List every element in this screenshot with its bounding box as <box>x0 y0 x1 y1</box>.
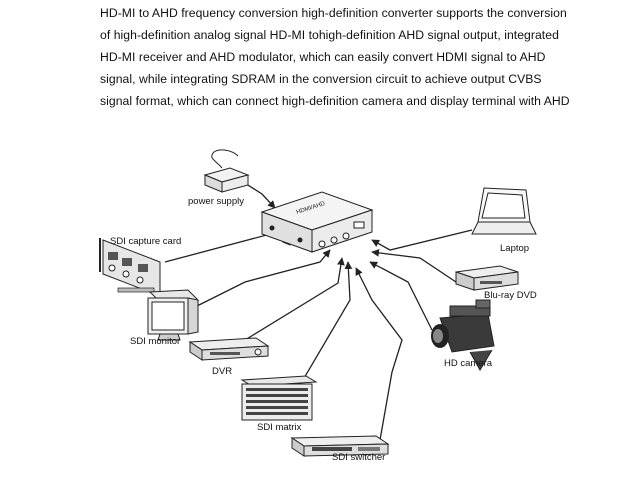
sdi-capture-card-label: SDI capture card <box>110 236 181 247</box>
sdi-monitor-label: SDI monitor <box>130 336 180 347</box>
intro-paragraph: HD-MI to AHD frequency conversion high-d… <box>100 2 620 112</box>
hd-camera-device <box>431 299 495 371</box>
intro-line-4: signal, while integrating SDRAM in the c… <box>100 72 542 86</box>
sdi-switcher-label: SDI switcher <box>332 452 385 463</box>
sdi-monitor-cable <box>194 249 331 308</box>
sdi-switcher-device <box>290 435 390 457</box>
sdi-matrix-label: SDI matrix <box>257 422 302 433</box>
sdi-capture-card-device <box>99 238 161 297</box>
converter-box: HDMI/AHD <box>260 191 374 253</box>
sdi-matrix-device <box>240 375 318 421</box>
bluray-dvd-label: Blu-ray DVD <box>484 290 537 301</box>
hd-camera-cable <box>369 261 433 331</box>
hd-camera-label: HD camera <box>444 358 493 369</box>
bluray-device <box>455 265 519 291</box>
laptop-cable <box>371 229 473 251</box>
power-supply-label: power supply <box>188 196 244 207</box>
dvr-label: DVR <box>212 366 232 377</box>
intro-line-3: HD-MI receiver and AHD modulator, which … <box>100 50 546 64</box>
power-supply-device <box>203 149 250 193</box>
sdi-switcher-cable <box>355 267 403 441</box>
sdi-monitor-device <box>147 289 200 341</box>
sdi-matrix-cable <box>299 261 353 386</box>
laptop-label: Laptop <box>500 243 529 254</box>
bluray-cable <box>371 249 457 283</box>
laptop-device <box>471 187 537 235</box>
intro-line-5: signal format, which can connect high-de… <box>100 94 570 108</box>
intro-line-2: of high-definition analog signal HD-MI t… <box>100 28 559 42</box>
intro-line-1: HD-MI to AHD frequency conversion high-d… <box>100 6 567 20</box>
dvr-cable <box>231 257 345 349</box>
dvr-device <box>188 337 270 361</box>
